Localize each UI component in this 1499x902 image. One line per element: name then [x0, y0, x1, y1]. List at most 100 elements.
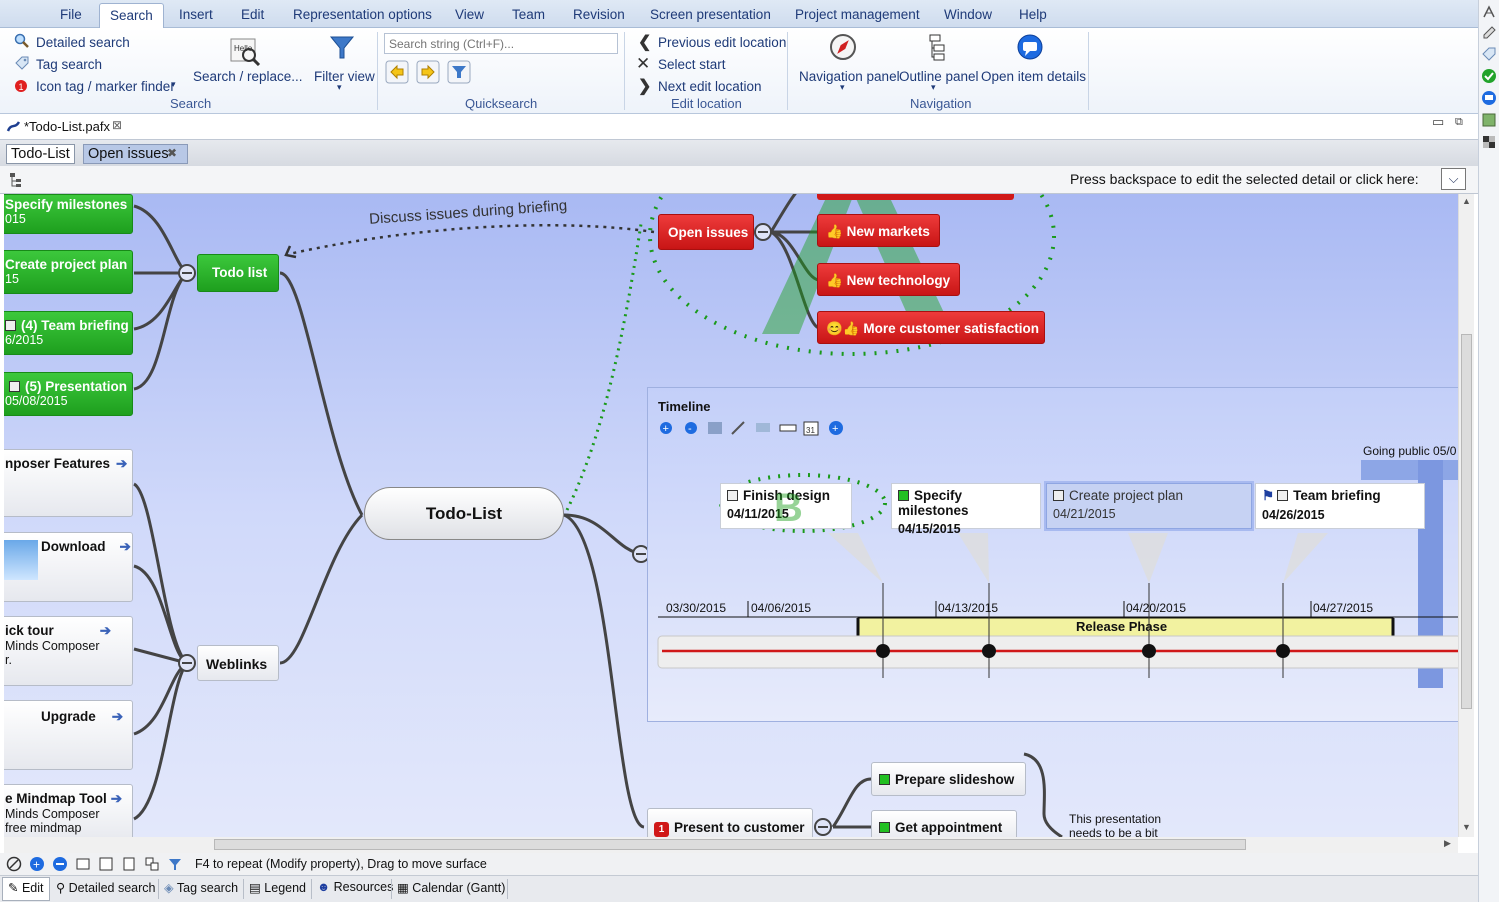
- grid-icon[interactable]: [1481, 134, 1497, 150]
- menu-insert[interactable]: Insert: [179, 7, 213, 22]
- detail-dropdown-button[interactable]: ⌵: [1441, 168, 1466, 190]
- menu-view[interactable]: View: [455, 7, 485, 22]
- arrow-right-icon[interactable]: [416, 60, 440, 84]
- zoom-in-icon[interactable]: +: [29, 856, 45, 872]
- checkbox-icon[interactable]: [9, 381, 20, 392]
- menu-representation-options[interactable]: Representation options: [293, 7, 432, 22]
- tab-open-issues[interactable]: Open issues: [83, 144, 188, 164]
- quick-filter-icon[interactable]: [447, 60, 471, 84]
- link-arrow-icon[interactable]: ➔: [99, 623, 112, 638]
- filter-dropdown-arrow-icon[interactable]: ▾: [337, 82, 342, 92]
- weblink-composer-features[interactable]: nposer Features➔: [4, 449, 133, 517]
- fit-page-icon[interactable]: [98, 856, 114, 872]
- release-phase-label[interactable]: Release Phase: [1076, 619, 1168, 634]
- zoom-out-icon[interactable]: [52, 856, 68, 872]
- tag-search-button[interactable]: Tag search: [36, 57, 103, 72]
- central-topic[interactable]: Todo-List: [364, 487, 564, 540]
- going-public-label[interactable]: Going public 05/0: [1363, 444, 1457, 458]
- menu-screen-presentation[interactable]: Screen presentation: [650, 7, 771, 22]
- timeline-toolbar[interactable]: + - 31 +: [658, 420, 844, 436]
- node-weblinks[interactable]: Weblinks: [197, 645, 279, 681]
- text-style-icon[interactable]: [1481, 4, 1497, 20]
- scroll-right-icon[interactable]: ▶: [1444, 838, 1451, 848]
- detail-hint-text[interactable]: Press backspace to edit the selected det…: [1070, 171, 1419, 187]
- image-icon[interactable]: [1481, 112, 1497, 128]
- node-new-technology[interactable]: 👍 New technology: [817, 263, 960, 296]
- edit-pencil-icon[interactable]: [1481, 25, 1497, 41]
- fit-width-icon[interactable]: [75, 856, 91, 872]
- close-tab-icon[interactable]: ⊠: [112, 118, 123, 132]
- search-replace-button[interactable]: Search / replace...: [193, 69, 303, 84]
- outline-panel-button[interactable]: Outline panel: [899, 69, 979, 84]
- arrow-left-icon[interactable]: [385, 60, 409, 84]
- no-entry-icon[interactable]: [6, 856, 22, 872]
- tab-resources[interactable]: ☻ Resources: [317, 880, 394, 894]
- tab-tag-search[interactable]: ◈ Tag search: [164, 881, 239, 895]
- mindmap-canvas[interactable]: Discuss issues during briefing Specify m…: [4, 194, 1458, 837]
- tag-icon[interactable]: [1481, 46, 1497, 62]
- close-tab-icon[interactable]: ✖: [167, 146, 178, 160]
- node-open-issues[interactable]: Open issues: [658, 214, 754, 250]
- menu-help[interactable]: Help: [1019, 7, 1047, 22]
- checkbox-icon[interactable]: [879, 822, 890, 833]
- node-get-appointment[interactable]: Get appointment: [871, 810, 1017, 837]
- scroll-up-icon[interactable]: ▲: [1462, 196, 1471, 206]
- navigation-panel-button[interactable]: Navigation panel: [799, 69, 900, 84]
- menu-edit[interactable]: Edit: [241, 7, 265, 22]
- menu-project-management[interactable]: Project management: [795, 7, 920, 22]
- checkbox-icon[interactable]: [898, 490, 909, 501]
- tab-detailed-search[interactable]: ⚲ Detailed search: [56, 881, 156, 895]
- vertical-scrollbar[interactable]: ▲ ▼: [1458, 194, 1474, 837]
- page-view-icon[interactable]: [121, 856, 137, 872]
- node-todo-list[interactable]: Todo list: [197, 254, 279, 292]
- filter-view-button[interactable]: Filter view: [314, 69, 375, 84]
- horizontal-scrollbar[interactable]: ▶: [4, 837, 1458, 853]
- vertical-scroll-thumb[interactable]: [1461, 334, 1472, 709]
- select-start-button[interactable]: Select start: [658, 57, 726, 72]
- previous-edit-location-button[interactable]: Previous edit location: [658, 35, 787, 50]
- menu-window[interactable]: Window: [944, 7, 993, 22]
- open-item-details-button[interactable]: Open item details: [981, 69, 1087, 84]
- weblink-upgrade[interactable]: Upgrade➔: [4, 700, 133, 770]
- icon-tag-marker-finder-button[interactable]: Icon tag / marker finder: [36, 79, 175, 94]
- outline-dropdown-icon[interactable]: ▾: [931, 82, 936, 92]
- detailed-search-button[interactable]: Detailed search: [36, 35, 130, 50]
- minimize-icon[interactable]: ▭: [1432, 114, 1445, 129]
- link-arrow-icon[interactable]: ➔: [110, 791, 123, 806]
- checkbox-icon[interactable]: [879, 774, 890, 785]
- menu-search[interactable]: Search: [99, 3, 164, 29]
- link-arrow-icon[interactable]: ➔: [119, 539, 131, 554]
- tab-todo-list[interactable]: Todo-List: [6, 144, 75, 164]
- document-tab-title[interactable]: *Todo-List.pafx: [24, 119, 110, 134]
- scroll-down-icon[interactable]: ▼: [1462, 822, 1471, 832]
- node-new-markets[interactable]: 👍 New markets: [817, 214, 940, 247]
- dropdown-arrow-icon[interactable]: ▾: [171, 79, 176, 89]
- checkbox-icon[interactable]: [5, 320, 16, 331]
- link-arrow-icon[interactable]: ➔: [111, 709, 124, 724]
- menu-team[interactable]: Team: [512, 7, 546, 22]
- filter-icon[interactable]: [167, 856, 183, 872]
- clipped-node[interactable]: [817, 194, 1014, 200]
- horizontal-scroll-thumb[interactable]: [214, 839, 1246, 850]
- maximize-icon[interactable]: ⧉: [1455, 116, 1463, 128]
- link-arrow-icon[interactable]: ➔: [116, 456, 128, 471]
- node-more-customer-satisfaction[interactable]: 😊👍 More customer satisfaction: [817, 311, 1045, 344]
- checkbox-icon[interactable]: [1277, 490, 1289, 501]
- speech-bubble-icon[interactable]: [1481, 90, 1497, 106]
- quicksearch-input[interactable]: [384, 33, 618, 54]
- checkbox-icon[interactable]: [727, 490, 738, 501]
- timeline-panel[interactable]: Timeline + - 31 +: [647, 387, 1458, 722]
- tab-calendar-gantt[interactable]: ▦ Calendar (Gantt): [397, 881, 506, 895]
- tab-edit[interactable]: ✎ Edit: [8, 881, 44, 895]
